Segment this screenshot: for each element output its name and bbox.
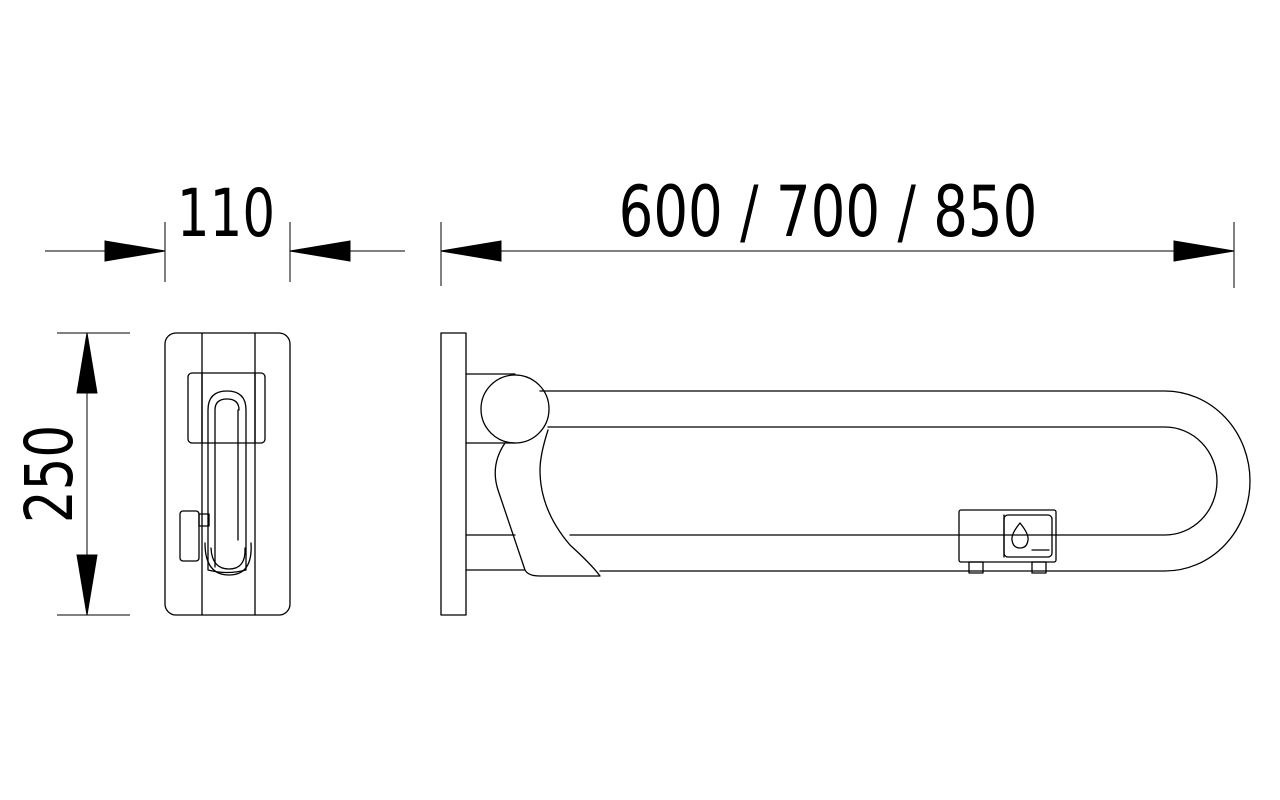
dimension-label-depth: 110 — [177, 175, 275, 252]
soap-dispenser — [958, 509, 1057, 574]
dispenser-foot-right — [1031, 561, 1047, 574]
dispenser-body — [958, 509, 1057, 563]
arrow-right — [1173, 240, 1235, 262]
rail-bend — [204, 542, 252, 576]
lower-tube — [465, 534, 525, 571]
side-view — [164, 332, 291, 616]
dimension-label-height: 250 — [11, 425, 88, 523]
support-arm — [494, 429, 601, 577]
water-drop-icon — [1011, 522, 1029, 549]
arrow-down — [76, 554, 98, 616]
arrow-left — [440, 240, 502, 262]
dimension-label-length: 600 / 700 / 850 — [619, 171, 1038, 252]
dimension-height: 250 — [11, 332, 130, 616]
dimension-depth: 110 — [45, 175, 405, 282]
rail-inner-line — [214, 398, 240, 568]
hinge-housing — [465, 373, 516, 444]
rail-inner — [547, 426, 1218, 536]
rail-bend-inner — [210, 547, 246, 570]
accessory-block — [179, 510, 200, 562]
wall-plate — [440, 332, 467, 616]
rail-outer — [539, 390, 1251, 572]
arrow-right — [104, 240, 166, 262]
dispenser-foot-left — [968, 561, 984, 574]
rail-outline — [207, 390, 247, 574]
front-view — [440, 332, 1251, 616]
wall-plate — [164, 332, 291, 616]
hinge-pivot — [480, 374, 550, 444]
dimension-length: 600 / 700 / 850 — [440, 171, 1235, 288]
arrow-up — [76, 332, 98, 394]
hinge-block — [187, 372, 266, 444]
accessory-connector — [198, 513, 210, 527]
arrow-left — [289, 240, 351, 262]
